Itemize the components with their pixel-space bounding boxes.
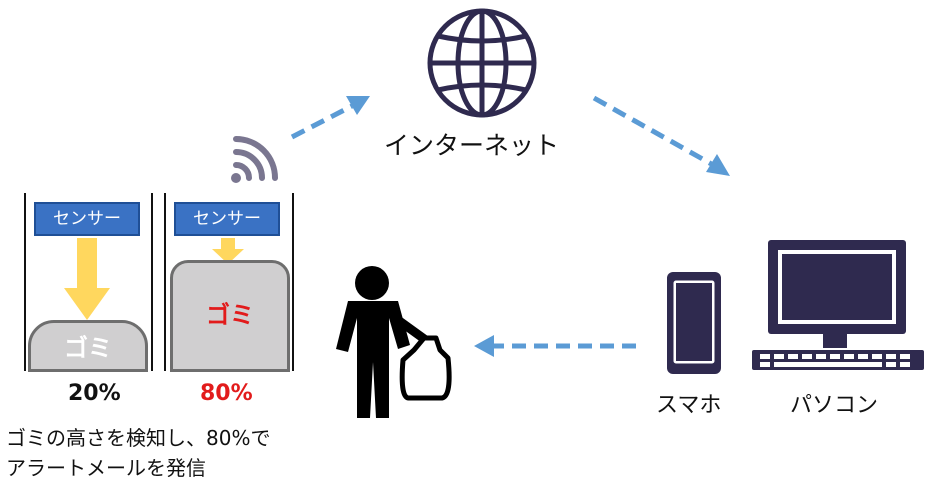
sensor-label: センサー (34, 202, 140, 236)
dashed-arrow-up (290, 103, 354, 140)
bin-left-wall (24, 193, 26, 371)
smartphone-icon (667, 272, 721, 374)
down-arrow-icon (212, 238, 244, 264)
globe-icon (427, 8, 537, 118)
arrow-head (474, 335, 494, 357)
arrow-head (706, 154, 730, 176)
down-arrow-icon (64, 238, 110, 320)
caption-line: アラートメールを発信 (6, 456, 206, 480)
pc-label: パソコン (790, 393, 879, 418)
person-with-trash-bag-icon (336, 266, 452, 418)
sensor-label: センサー (174, 202, 280, 236)
dashed-arrow-down (592, 95, 717, 169)
fill-percent: 20% (68, 381, 121, 406)
bin-right-wall (151, 193, 153, 371)
garbage-block: ゴミ (28, 320, 148, 372)
desktop-pc-icon (752, 240, 924, 370)
caption-line: ゴミの高さを検知し、80%で (6, 426, 271, 450)
smartphone-label: スマホ (656, 393, 722, 418)
arrow-head (346, 96, 370, 115)
caption: ゴミの高さを検知し、80%で アラートメールを発信 (6, 423, 270, 483)
bin-right-wall (292, 193, 294, 371)
wifi-signal-icon (231, 136, 278, 183)
garbage-block: ゴミ (170, 260, 290, 372)
fill-percent: 80% (200, 381, 253, 406)
bin-left-wall (164, 193, 166, 371)
internet-label: インターネット (384, 131, 560, 160)
